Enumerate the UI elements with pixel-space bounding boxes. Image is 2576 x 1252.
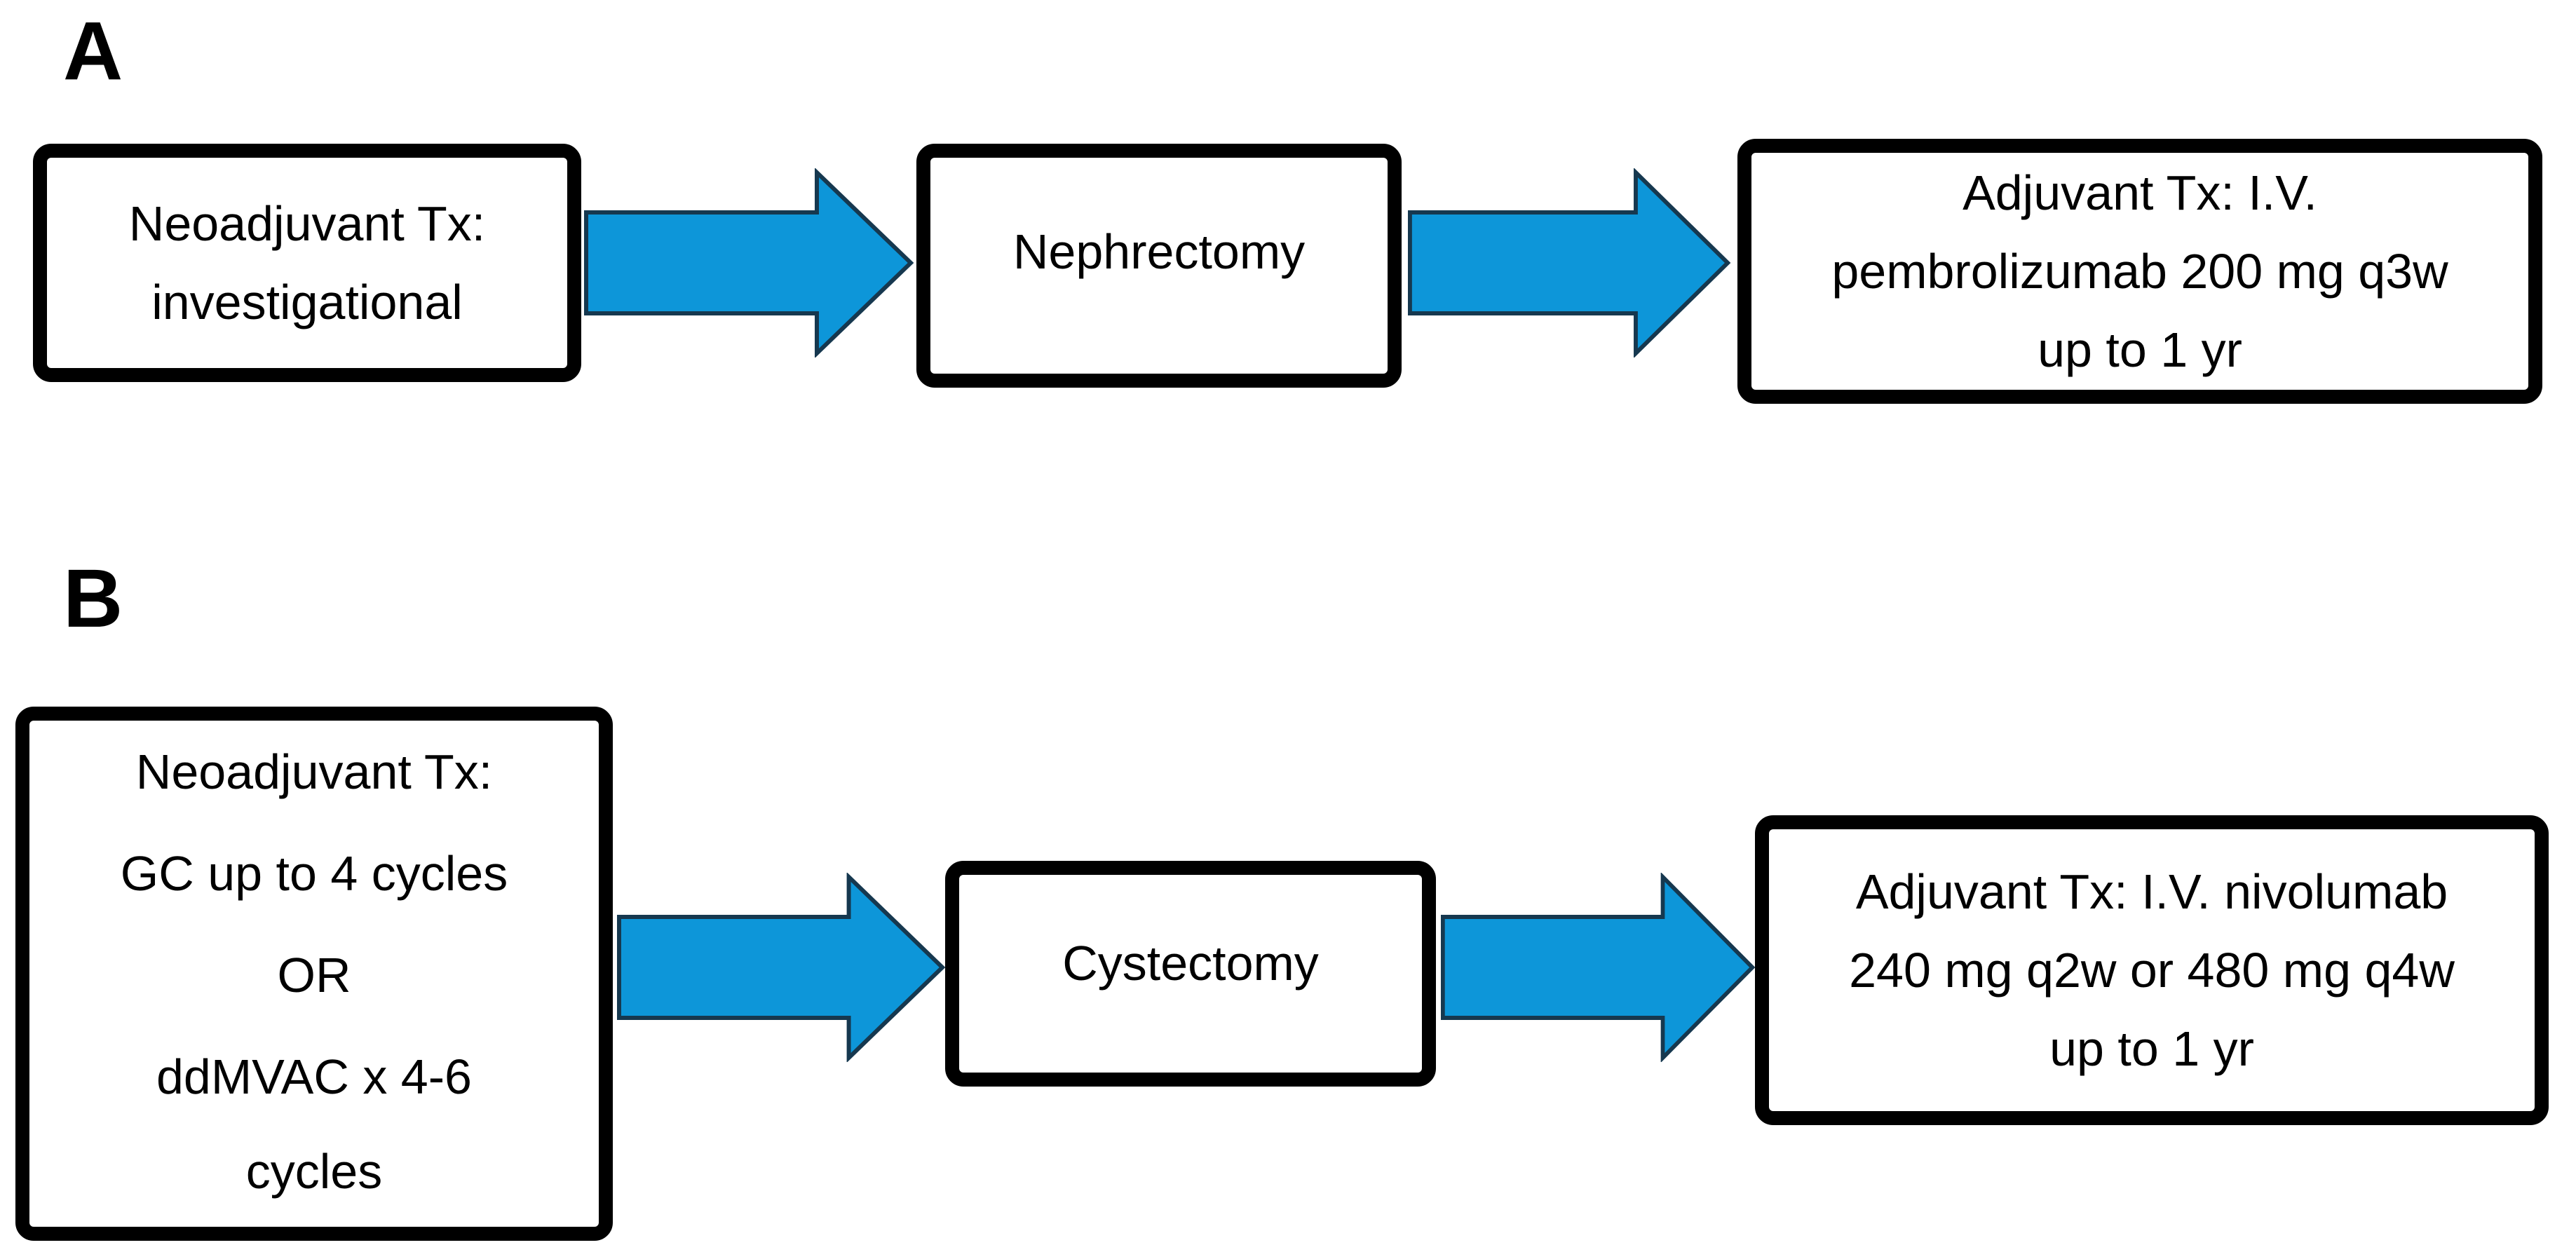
box-neoadjuvant-chemo: Neoadjuvant Tx: GC up to 4 cycles OR ddM… <box>15 707 613 1241</box>
arrow-right-icon <box>584 168 914 358</box>
box-text-line: up to 1 yr <box>2049 1021 2254 1076</box>
box-text-line: pembrolizumab 200 mg q3w <box>1831 244 2448 299</box>
box-text-line: GC up to 4 cycles <box>120 846 508 901</box>
panel-b-label: B <box>63 552 123 645</box>
box-text-line: cycles <box>245 1144 383 1199</box>
box-cystectomy: Cystectomy <box>945 861 1436 1087</box>
arrow-right-icon <box>617 873 946 1062</box>
box-text-line: 240 mg q2w or 480 mg q4w <box>1849 943 2455 998</box>
box-text-line: Adjuvant Tx: I.V. <box>1962 165 2317 220</box>
box-text-line: Nephrectomy <box>1012 224 1306 279</box>
box-neoadjuvant-investigational: Neoadjuvant Tx: investigational <box>33 144 581 382</box>
box-text-line: up to 1 yr <box>2038 322 2242 377</box>
box-adjuvant-nivolumab: Adjuvant Tx: I.V. nivolumab 240 mg q2w o… <box>1755 815 2549 1125</box>
box-text-line: investigational <box>151 275 463 329</box>
box-text-line: Neoadjuvant Tx: <box>135 744 493 799</box>
arrow-right-icon <box>1408 168 1731 358</box>
panel-a-label: A <box>63 5 123 97</box>
box-adjuvant-pembrolizumab: Adjuvant Tx: I.V. pembrolizumab 200 mg q… <box>1737 139 2542 404</box>
box-text-line: Neoadjuvant Tx: <box>128 196 486 251</box>
box-text-line: Adjuvant Tx: I.V. nivolumab <box>1855 864 2448 919</box>
box-text-line: OR <box>277 948 351 1002</box>
box-text-line: Cystectomy <box>1062 936 1319 991</box>
box-text-line: ddMVAC x 4-6 <box>156 1049 472 1104</box>
box-nephrectomy: Nephrectomy <box>916 144 1402 388</box>
arrow-right-icon <box>1441 873 1756 1062</box>
